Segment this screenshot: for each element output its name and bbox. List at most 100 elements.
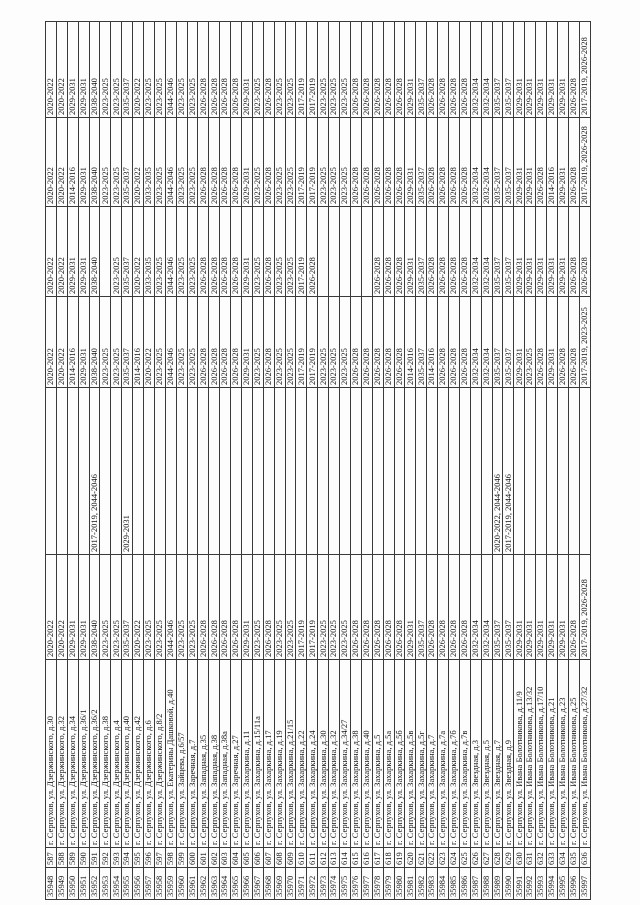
cell-period-3: 2026-2028 xyxy=(394,296,405,388)
cell-period-1: 2029-2031 xyxy=(241,554,253,660)
cell-number: 620 xyxy=(404,847,416,868)
cell-number: 614 xyxy=(339,847,351,868)
cell-period-2 xyxy=(241,387,253,555)
cell-period-2 xyxy=(219,387,231,555)
cell-period-1: 2029-2031 xyxy=(557,554,569,660)
cell-period-5: 2020-2022 xyxy=(56,117,68,207)
cell-period-2 xyxy=(317,387,329,555)
cell-period-5: 2035-2037 xyxy=(502,117,514,207)
cell-period-5: 2026-2028 xyxy=(448,117,460,207)
cell-period-3: 2014-2016 xyxy=(426,296,438,388)
cell-period-3: 2014-2016 xyxy=(132,296,144,388)
cell-number: 630 xyxy=(513,847,525,868)
cell-period-6: 2038-2040 xyxy=(89,21,100,118)
cell-period-6: 2026-2028 xyxy=(568,21,580,118)
cell-period-3: 2026-2028 xyxy=(437,296,449,388)
cell-period-1: 2023-2025 xyxy=(285,554,296,660)
cell-number: 625 xyxy=(459,847,471,868)
cell-period-6: 2023-2025 xyxy=(154,21,166,118)
cell-period-2 xyxy=(568,387,580,555)
cell-period-4: 2023-2025 xyxy=(110,206,122,297)
cell-period-1: 2023-2025 xyxy=(339,554,351,660)
cell-period-1: 2023-2025 xyxy=(328,554,340,660)
cell-period-4: 2023-2025 xyxy=(252,206,264,297)
cell-period-1: 2026-2028 xyxy=(459,554,471,660)
cell-period-1: 2044-2046 xyxy=(165,554,177,660)
cell-address: г. Серпухов, ул. Заречная, д.27 xyxy=(230,659,242,848)
cell-record-id: 35985 xyxy=(448,867,460,900)
cell-period-2 xyxy=(328,387,340,555)
cell-period-6: 2026-2028 xyxy=(361,21,373,118)
cell-address: г. Серпухов, ул. Заречная, д.7 xyxy=(187,659,198,848)
cell-period-6: 2026-2028 xyxy=(459,21,471,118)
cell-period-1: 2029-2031 xyxy=(546,554,558,660)
cell-record-id: 35976 xyxy=(350,867,362,900)
cell-record-id: 35964 xyxy=(219,867,231,900)
cell-period-1: 2029-2031 xyxy=(404,554,416,660)
cell-period-4: 2035-2037 xyxy=(121,206,133,297)
cell-period-2 xyxy=(187,387,198,555)
cell-period-3: 2023-2025 xyxy=(317,296,329,388)
cell-period-6: 2029-2031 xyxy=(78,21,90,118)
cell-period-4: 2017-2019 xyxy=(295,206,307,297)
cell-address: г. Серпухов, ул. Захаркина, д.40 xyxy=(361,659,373,848)
cell-number: 617 xyxy=(372,847,384,868)
cell-period-3: 2035-2037 xyxy=(492,296,503,388)
cell-period-6: 2035-2037 xyxy=(502,21,514,118)
cell-period-4: 2029-2031 xyxy=(557,206,569,297)
cell-period-3: 2023-2025 xyxy=(285,296,296,388)
cell-period-1: 2026-2028 xyxy=(568,554,580,660)
cell-period-3: 2038-2040 xyxy=(89,296,100,388)
cell-record-id: 35952 xyxy=(89,867,100,900)
cell-number: 601 xyxy=(197,847,209,868)
cell-period-2 xyxy=(339,387,351,555)
cell-address: г. Серпухов, ул. Захаркина, д.5г xyxy=(415,659,427,848)
cell-period-3: 2035-2037 xyxy=(415,296,427,388)
cell-period-6: 2029-2031 xyxy=(513,21,525,118)
cell-record-id: 35978 xyxy=(372,867,384,900)
cell-period-5: 2023-2025 xyxy=(252,117,264,207)
cell-period-2 xyxy=(274,387,286,555)
cell-number: 633 xyxy=(546,847,558,868)
cell-period-5: 2023-2025 xyxy=(274,117,286,207)
cell-period-2 xyxy=(426,387,438,555)
cell-record-id: 35975 xyxy=(339,867,351,900)
cell-period-3: 2017-2019, 2023-2025 xyxy=(579,296,591,388)
cell-period-1: 2029-2031 xyxy=(535,554,547,660)
cell-period-4: 2035-2037 xyxy=(502,206,514,297)
cell-address: г. Серпухов, ул. Захаркина, д.38 xyxy=(350,659,362,848)
cell-number: 634 xyxy=(557,847,569,868)
cell-address: г. Серпухов, ул. Западная, д.38а xyxy=(219,659,231,848)
cell-address: г. Серпухов, ул. Западная, д.35 xyxy=(197,659,209,848)
cell-period-2 xyxy=(295,387,307,555)
cell-record-id: 35962 xyxy=(197,867,209,900)
cell-period-1: 2029-2031 xyxy=(78,554,90,660)
cell-number: 602 xyxy=(208,847,220,868)
cell-record-id: 35988 xyxy=(481,867,493,900)
cell-period-2 xyxy=(524,387,536,555)
cell-period-2 xyxy=(350,387,362,555)
cell-record-id: 35954 xyxy=(110,867,122,900)
cell-number: 628 xyxy=(492,847,503,868)
cell-period-4: 2026-2028 xyxy=(263,206,275,297)
cell-period-4: 2029-2031 xyxy=(535,206,547,297)
cell-address: г. Серпухов, ул. Захаркина, д.32 xyxy=(328,659,340,848)
cell-period-4: 2029-2031 xyxy=(513,206,525,297)
